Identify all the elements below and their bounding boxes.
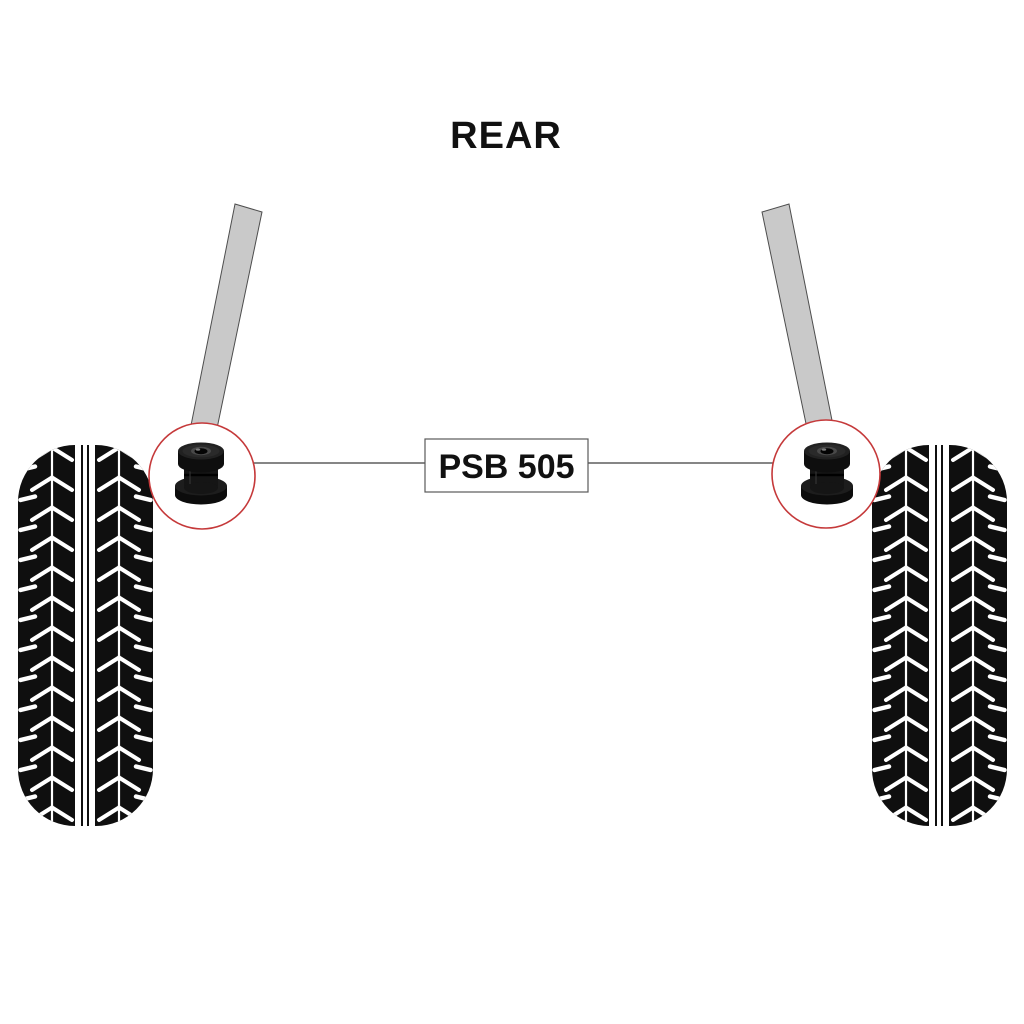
part-number-label: PSB 505 (438, 448, 574, 486)
right-tire (872, 445, 1007, 826)
right-control-arm (761, 203, 837, 441)
diagram-title: REAR (450, 115, 562, 157)
part-label-box (424, 438, 589, 493)
left-tire (18, 445, 153, 826)
left-control-arm (187, 203, 263, 441)
